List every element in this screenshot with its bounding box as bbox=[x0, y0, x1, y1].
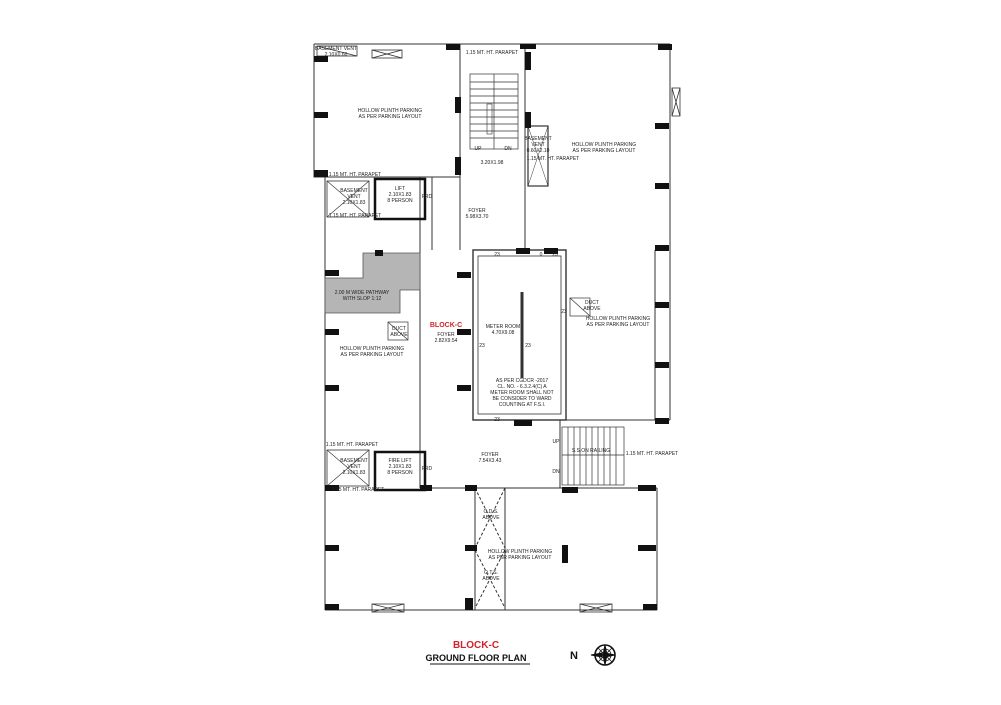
label-parapet-top-stair: 1.15 MT. HT. PARAPET bbox=[466, 50, 518, 56]
plan-lines bbox=[313, 43, 671, 611]
fire-lift-box bbox=[373, 450, 427, 492]
label-frd-2: FRD bbox=[422, 466, 433, 472]
label-parapet-s-w: 1.15 MT. HT. PARAPET bbox=[326, 442, 378, 448]
lift-box bbox=[373, 177, 427, 221]
label-stair-dn: DN bbox=[504, 146, 512, 152]
label-dim-23-c: 23 bbox=[561, 309, 567, 315]
duct-e bbox=[569, 297, 591, 317]
label-ods-above-2: O.T.S.ABOVE bbox=[482, 570, 500, 582]
vent-box-sw bbox=[326, 449, 370, 487]
label-stair-up: UP bbox=[475, 146, 483, 152]
columns bbox=[314, 44, 672, 610]
label-dim-23-d: 23 bbox=[479, 343, 485, 349]
compass-rose-icon bbox=[590, 644, 616, 666]
window-icon bbox=[316, 45, 681, 613]
duct-w bbox=[387, 321, 409, 341]
label-dim-0: 0 bbox=[540, 252, 543, 258]
label-dim-23-b: 23 bbox=[552, 252, 558, 258]
footer-block-title: BLOCK-C bbox=[453, 640, 499, 651]
pathway-area bbox=[324, 252, 421, 314]
label-dim-23-a: 23 bbox=[494, 252, 500, 258]
vent-box-ne bbox=[527, 125, 549, 187]
footer-plan-title: GROUND FLOOR PLAN bbox=[426, 653, 527, 663]
label-parapet-s-w2: 1.15 MT. HT. PARAPET bbox=[332, 487, 384, 493]
label-dim-23-f: 23 bbox=[494, 417, 500, 423]
label-stair-up2: UP bbox=[553, 439, 561, 445]
vent-box-nw bbox=[326, 180, 370, 218]
block-c-label: BLOCK-C bbox=[430, 322, 462, 329]
label-stair-size: 3.20X1.98 bbox=[481, 160, 504, 166]
stair-south bbox=[561, 426, 625, 486]
label-frd-1: FRD bbox=[422, 194, 433, 200]
label-dim-23-e: 23 bbox=[525, 343, 531, 349]
label-ods-above-1: O.D.S.ABOVE bbox=[482, 509, 500, 521]
label-parapet-mid-w2: 1.15 MT. HT. PARAPET bbox=[329, 213, 381, 219]
label-parapet-e-side: 1.15 MT. HT. PARAPET bbox=[626, 451, 678, 457]
north-label: N bbox=[570, 650, 578, 662]
stair-north bbox=[469, 73, 519, 150]
label-parapet-ne-side: 1.15 MT. HT. PARAPET bbox=[527, 156, 579, 162]
label-ss-railing: S.S.ON RAILING bbox=[572, 448, 610, 454]
label-stair-dn2: DN bbox=[552, 469, 560, 475]
label-parapet-mid-w: 1.15 MT. HT. PARAPET bbox=[329, 172, 381, 178]
